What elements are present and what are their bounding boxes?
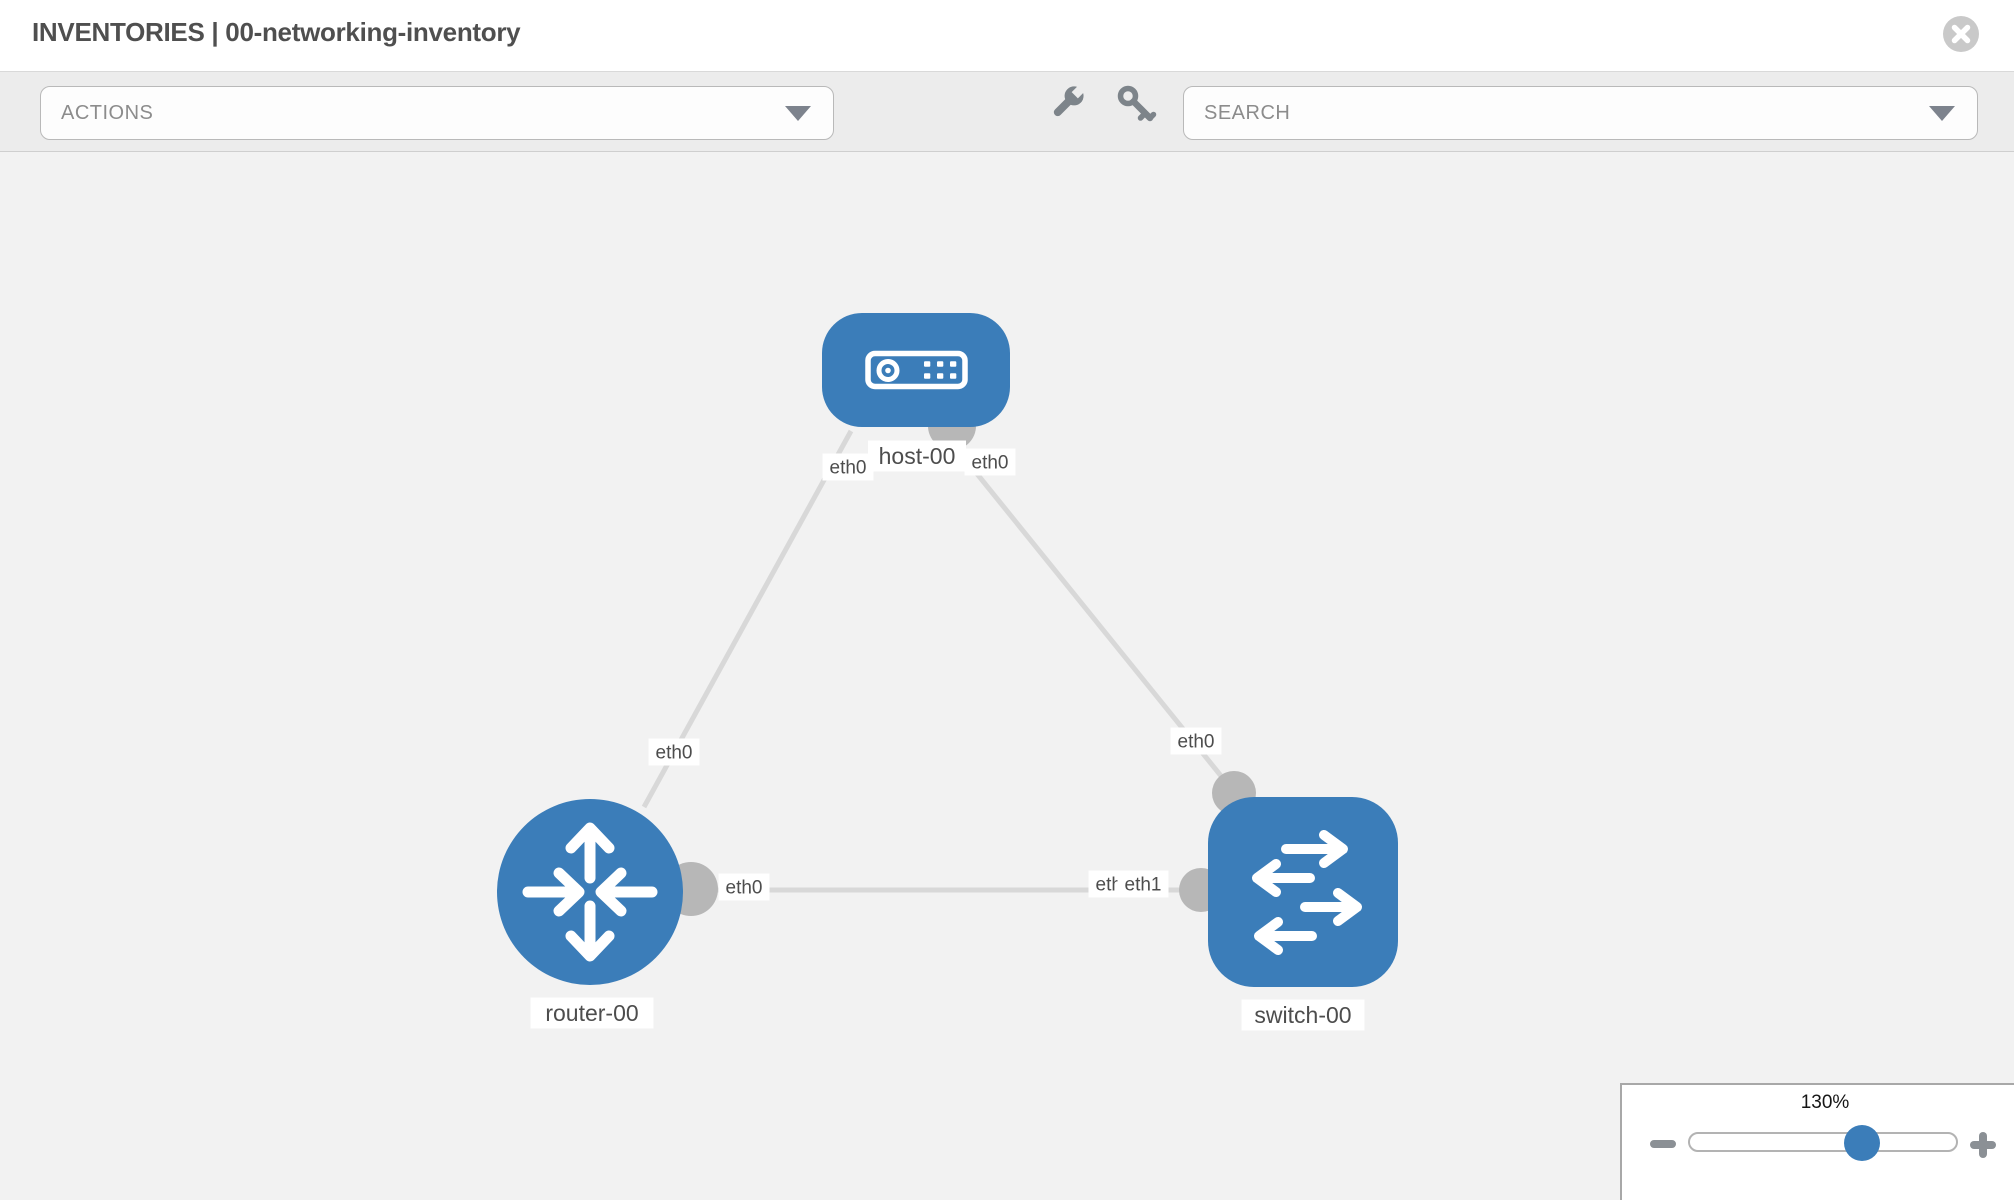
key-button[interactable]	[1115, 83, 1159, 127]
node-router-00[interactable]	[497, 799, 683, 985]
topology-canvas[interactable]	[0, 152, 2014, 1200]
zoom-out-button[interactable]	[1650, 1140, 1676, 1148]
actions-dropdown-value: ACTIONS	[61, 101, 154, 124]
interface-label-eth0: eth0	[718, 873, 770, 901]
zoom-panel: 130%	[1620, 1083, 2014, 1200]
svg-text:host-00: host-00	[879, 443, 956, 469]
close-button[interactable]	[1943, 16, 1979, 52]
interface-label-eth0: eth0	[822, 453, 874, 481]
chevron-down-icon	[785, 106, 811, 121]
chevron-down-icon	[1929, 106, 1955, 121]
node-label-router-00: router-00	[530, 997, 654, 1029]
zoom-in-button[interactable]	[1970, 1132, 1996, 1158]
node-switch-00[interactable]	[1208, 797, 1398, 987]
search-placeholder: SEARCH	[1204, 101, 1291, 124]
node-label-switch-00: switch-00	[1241, 999, 1365, 1031]
svg-text:eth1: eth1	[1125, 875, 1162, 896]
svg-text:eth0: eth0	[972, 453, 1009, 474]
page-title: INVENTORIES | 00-networking-inventory	[32, 17, 521, 47]
svg-text:switch-00: switch-00	[1254, 1002, 1351, 1028]
svg-text:eth0: eth0	[1178, 732, 1215, 753]
toolbar: ACTIONS SEARCH	[0, 72, 2014, 152]
interface-label-eth1: eth1	[1117, 870, 1169, 898]
svg-text:eth0: eth0	[726, 878, 763, 899]
interface-label-eth0: eth0	[648, 738, 700, 766]
wrench-button[interactable]	[1045, 81, 1089, 125]
wrench-icon	[1053, 84, 1086, 117]
zoom-level: 130%	[1800, 1092, 1850, 1113]
close-icon	[1943, 16, 1979, 52]
zoom-slider-thumb[interactable]	[1844, 1125, 1880, 1161]
page-header: INVENTORIES | 00-networking-inventory	[0, 0, 2014, 72]
svg-text:eth0: eth0	[830, 458, 867, 479]
plus-icon	[1979, 1132, 1987, 1158]
search-dropdown[interactable]: SEARCH	[1183, 86, 1978, 140]
node-label-host-00: host-00	[868, 440, 966, 472]
interface-label-eth0: eth0	[1170, 727, 1222, 755]
svg-text:router-00: router-00	[545, 1000, 638, 1026]
node-host-00[interactable]	[822, 313, 1010, 427]
interface-label-eth0: eth0	[964, 448, 1016, 476]
key-icon	[1117, 85, 1157, 122]
svg-text:eth0: eth0	[656, 743, 693, 764]
zoom-slider-track[interactable]	[1688, 1132, 1958, 1152]
actions-dropdown[interactable]: ACTIONS	[40, 86, 834, 140]
